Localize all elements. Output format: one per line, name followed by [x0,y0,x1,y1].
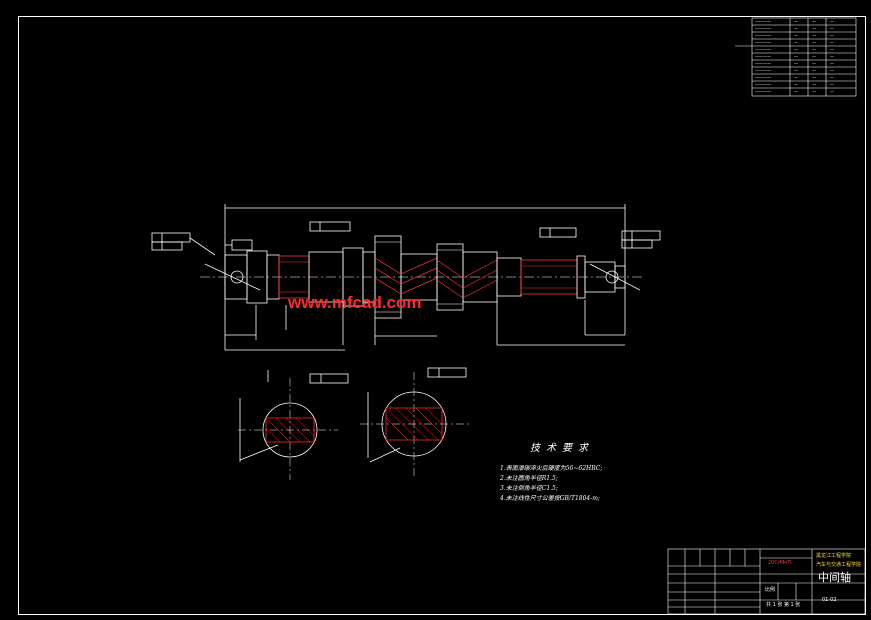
svg-text:—: — [812,19,816,24]
parameter-table-text: ——————— ——————— ——————— ——————— ——————— … [755,19,834,94]
svg-text:—: — [830,47,834,52]
tech-requirements-title: 技术要求 [530,443,594,454]
svg-text:————: ———— [755,89,771,94]
svg-text:—: — [812,61,816,66]
svg-text:—: — [830,82,834,87]
section-view-2 [360,367,470,478]
tech-requirement-item: 3.未注倒角半径C1.5; [500,485,558,492]
svg-text:————: ———— [755,82,771,87]
part-name: 中间轴 [818,571,851,584]
svg-text:—: — [830,54,834,59]
svg-text:—: — [794,75,798,80]
svg-text:—: — [812,75,816,80]
svg-text:—: — [830,19,834,24]
drawing-number: 01-02 [822,597,837,603]
svg-text:—: — [830,68,834,73]
svg-text:—: — [830,26,834,31]
title-block [667,548,866,615]
svg-text:—: — [794,68,798,73]
tech-requirement-item: 2.未注圆角半径R1.5; [500,475,558,482]
svg-text:—: — [812,40,816,45]
svg-text:—: — [794,26,798,31]
school-name-line1: 黑龙江工程学院 [816,553,852,559]
svg-text:—: — [794,54,798,59]
svg-text:————: ———— [755,47,771,52]
svg-text:—: — [812,68,816,73]
svg-text:—: — [830,40,834,45]
svg-text:————: ———— [755,40,771,45]
material-label: 20CrMnTi [768,560,792,566]
svg-text:————: ———— [755,61,771,66]
svg-text:—: — [794,47,798,52]
svg-text:————: ———— [755,19,771,24]
svg-text:————: ———— [755,54,771,59]
svg-text:—: — [794,89,798,94]
svg-text:—: — [830,89,834,94]
svg-text:—: — [812,47,816,52]
section-view-1 [238,370,349,480]
watermark-text: www.mfcad.com [288,293,422,312]
parameter-table [735,17,857,97]
sheet-label: 共 1 张 第 1 张 [766,602,801,608]
svg-text:————: ———— [755,75,771,80]
svg-text:————: ———— [755,33,771,38]
tech-requirement-item: 4.未注线性尺寸公差按GB/T1804-m; [500,495,600,502]
scale-label: 比例 [765,587,776,593]
svg-text:————: ———— [755,68,771,73]
svg-text:—: — [812,26,816,31]
tech-requirement-item: 1.表面渗碳淬火后硬度为56~62HRC; [500,465,603,472]
svg-text:—: — [812,82,816,87]
svg-text:—: — [830,75,834,80]
svg-text:—: — [830,33,834,38]
drawing-frame [18,16,866,615]
svg-text:—: — [812,33,816,38]
svg-text:————: ———— [755,26,771,31]
svg-text:—: — [830,61,834,66]
svg-text:—: — [794,61,798,66]
svg-text:—: — [794,19,798,24]
svg-text:—: — [812,89,816,94]
svg-text:—: — [812,54,816,59]
svg-text:—: — [794,82,798,87]
shaft-view [151,204,661,351]
svg-text:—: — [794,40,798,45]
school-name-line2: 汽车与交通工程学院 [816,562,862,568]
svg-text:—: — [794,33,798,38]
